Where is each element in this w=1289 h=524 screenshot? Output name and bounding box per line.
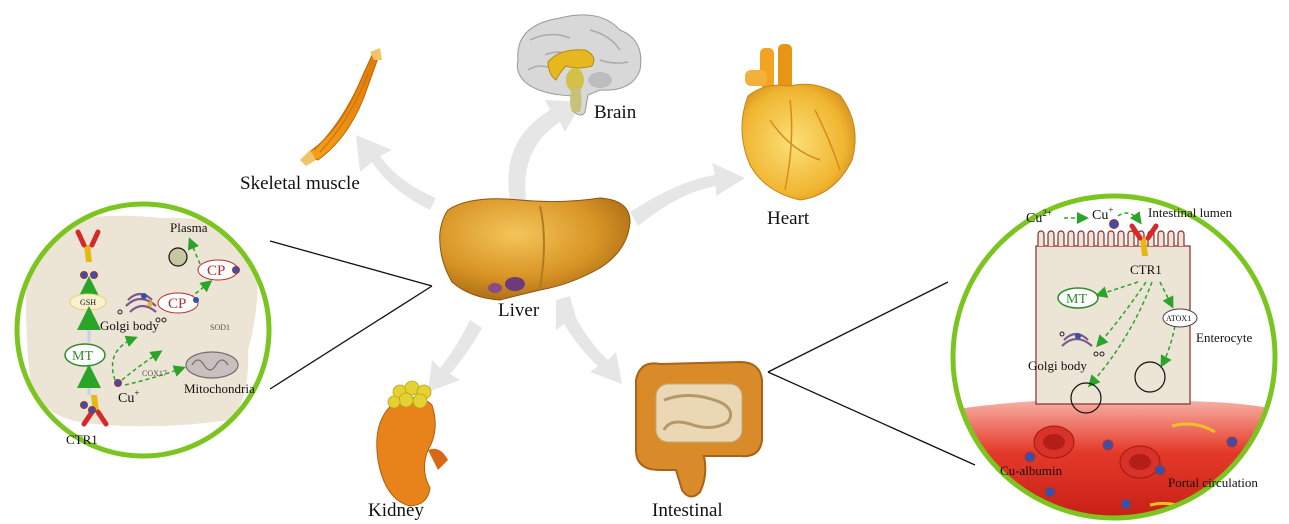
copper-ion-icon [1045,487,1055,497]
brain-illustration: Brain [517,15,641,123]
copper-ion-icon [1103,440,1113,450]
copper-ion-icon [115,380,122,387]
connector-line [768,372,975,465]
ceruloplasmin-vesicle-icon [169,248,187,266]
liver-illustration: Liver [440,198,630,321]
skeletal-muscle-illustration: Skeletal muscle [240,48,382,194]
portal-circulation-label: Portal circulation [1168,475,1258,490]
mitochondria-icon [186,352,238,378]
copper-ion-icon [193,297,199,303]
red-blood-cell-icon [1034,426,1074,458]
copper-ion-icon [1025,452,1035,462]
hepatocyte-panel: GSH MT Cu+ CTR1 CP Golgi body C [17,204,269,456]
enterocyte-label: Enterocyte [1196,330,1253,345]
copper-ion-icon [89,407,96,414]
copper-ion-icon [1121,499,1131,509]
kidney-illustration: Kidney [368,381,448,521]
connector-line [768,282,948,372]
heart-illustration: Heart [742,44,855,229]
brain-label: Brain [594,102,637,123]
cp-golgi-label: CP [168,296,186,312]
kidney-label: Kidney [368,500,424,521]
golgi-body-label: Golgi body [1028,358,1087,373]
copper-ion-icon [1155,465,1165,475]
platelet-icon [1228,467,1270,474]
copper-ion-icon [91,272,98,279]
intestinal-label: Intestinal [652,500,723,521]
arrow-liver-intestinal [556,296,622,384]
arrow-to-skeletal-muscle [356,135,436,210]
copper-ion-icon [1227,437,1237,447]
copper-ion-icon [1110,220,1119,229]
plasma-label: Plasma [170,220,208,235]
cu-albumin-label: Cu-albumin [1000,463,1063,478]
copper-ion-icon [81,272,88,279]
cox17-label: COX17 [142,369,167,378]
sod1-label: SOD1 [210,323,230,332]
intestinal-lumen-label: Intestinal lumen [1148,205,1233,220]
golgi-body-label: Golgi body [100,318,159,333]
skeletal-muscle-label: Skeletal muscle [240,173,360,194]
intestinal-illustration: Intestinal [636,362,762,521]
arrow-to-kidney [428,320,482,392]
gsh-label: GSH [80,298,96,307]
enterocyte-panel: Cu2+ Cu+ Intestinal lumen CTR1 MT ATOX1 … [950,196,1289,524]
copper-ion-icon [81,402,88,409]
ctr1-label: CTR1 [1130,262,1162,277]
mitochondria-label: Mitochondria [184,381,255,396]
arrow-to-brain [508,100,582,200]
liver-label: Liver [498,300,540,321]
arrow-to-heart [630,163,745,226]
mt-label: MT [72,349,93,364]
ctr1-label: CTR1 [66,432,98,447]
connector-line [270,241,432,286]
mt-label: MT [1066,292,1087,307]
atox1-label: ATOX1 [1166,314,1191,323]
heart-label: Heart [767,208,810,229]
cp-top-label: CP [207,263,225,279]
red-blood-cell-icon [1120,446,1160,478]
connector-line [270,286,432,389]
copper-ion-icon [233,267,240,274]
